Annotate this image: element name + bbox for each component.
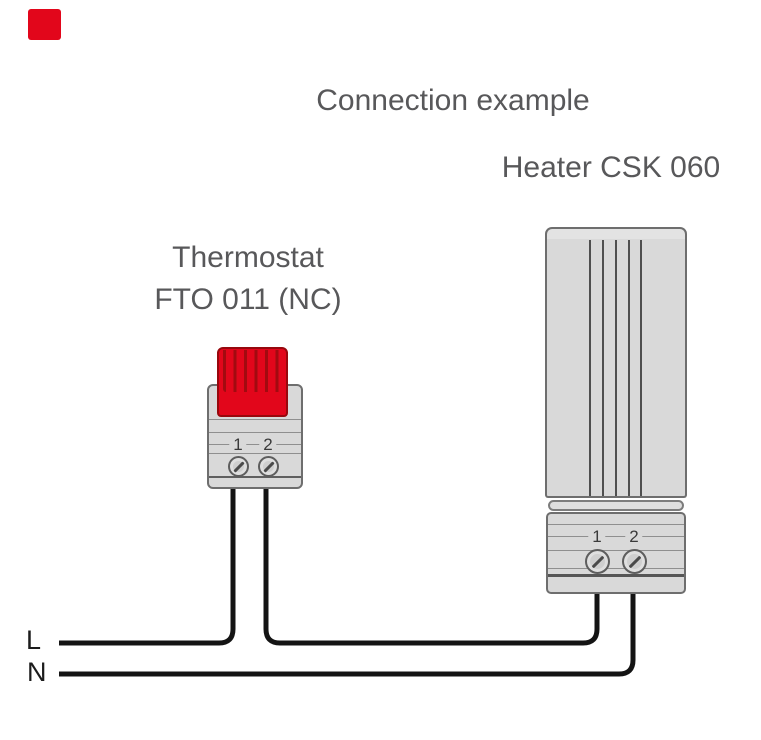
heater-terminal-line <box>548 536 684 537</box>
neutral-conductor-label: N <box>27 657 47 687</box>
thermostat-divider <box>209 432 301 433</box>
thermostat-divider <box>209 453 301 454</box>
heater-terminal-2-screw-icon <box>622 549 647 574</box>
heater-divider <box>548 524 684 525</box>
wire-neutral-n <box>59 592 636 677</box>
screw-slot-icon <box>232 460 245 473</box>
heater-fin-line <box>602 240 604 496</box>
heater-bottom-cap <box>548 500 684 511</box>
screw-slot-icon <box>628 555 641 568</box>
thermostat-label: Thermostat FTO 011 (NC) <box>98 237 398 321</box>
thermostat-terminal-2-label: 2 <box>259 436 277 453</box>
heater-divider <box>548 550 684 551</box>
heater-terminal-2-label: 2 <box>625 528 643 545</box>
heater-label: Heater CSK 060 <box>501 151 721 184</box>
thermostat-terminal-1-screw-icon <box>228 456 249 477</box>
thermostat-divider <box>209 476 301 478</box>
heater-fin-line <box>628 240 630 496</box>
screw-slot-icon <box>262 460 275 473</box>
screw-slot-icon <box>591 555 604 568</box>
wire-line-l <box>59 488 236 646</box>
heater-divider <box>548 574 684 577</box>
heater-fin-line <box>640 240 642 496</box>
heater-fin-line <box>615 240 617 496</box>
brand-logo-mark <box>28 9 61 40</box>
heater-terminal-1-label: 1 <box>588 528 606 545</box>
thermostat-terminal-line <box>209 444 301 445</box>
thermostat-knob-ribs <box>223 350 283 392</box>
heater-divider <box>548 568 684 569</box>
heater-terminal-1-screw-icon <box>585 549 610 574</box>
diagram-title: Connection example <box>316 84 590 117</box>
heater-terminal-block <box>546 512 686 594</box>
thermostat-divider <box>209 419 301 420</box>
thermostat-terminal-2-screw-icon <box>258 456 279 477</box>
thermostat-label-line2: FTO 011 (NC) <box>154 283 342 316</box>
thermostat-label-line1: Thermostat <box>172 241 324 274</box>
thermostat-terminal-1-label: 1 <box>229 436 247 453</box>
heater-fin-line <box>589 240 591 496</box>
line-conductor-label: L <box>26 625 42 655</box>
